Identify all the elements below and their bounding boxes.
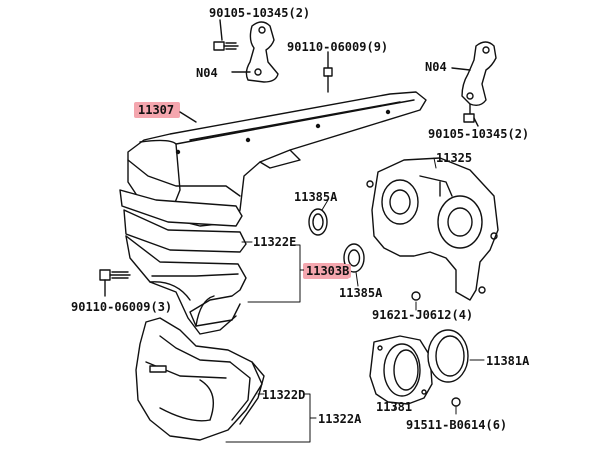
label-bolt-top: 90105-10345(2) [209,6,311,20]
label-11322a: 11322A [318,412,362,426]
bolt-left [99,269,131,297]
timing-cover-upper [119,189,247,335]
rear-oil-seal [427,329,469,383]
label-bolt-retainer: 91511-B0614(6) [406,418,508,432]
label-11381a: 11381A [486,354,530,368]
label-bolt-left: 90110-06009(3) [71,300,173,314]
label-bolt-plate: 91621-J0612(4) [372,308,474,322]
bracket-left [231,21,279,83]
leader-lines [225,157,485,443]
label-11303b: 11303B [304,264,352,278]
timing-belt-plate [366,157,499,301]
label-11381: 11381 [376,400,413,414]
bolt-top-left [213,19,239,51]
rear-seal-retainer [369,335,433,405]
label-11385a-lower: 11385A [339,286,383,300]
label-n04-right: N04 [425,60,447,74]
label-bolt-right: 90105-10345(2) [428,127,530,141]
bolt-retainer [451,397,461,407]
label-11322e: 11322E [253,235,297,249]
label-bolt-mid: 90110-06009(9) [287,40,389,54]
label-11322d: 11322D [262,388,306,402]
bolt-middle [323,51,333,93]
label-11385a-upper: 11385A [294,190,338,204]
label-11325: 11325 [436,151,473,165]
label-11307: 11307 [136,103,177,117]
oil-seal-upper [308,208,328,236]
label-n04-left: N04 [196,66,218,80]
timing-cover-lower [135,317,265,441]
bolt-plate [411,291,421,301]
bracket-right [451,41,497,127]
